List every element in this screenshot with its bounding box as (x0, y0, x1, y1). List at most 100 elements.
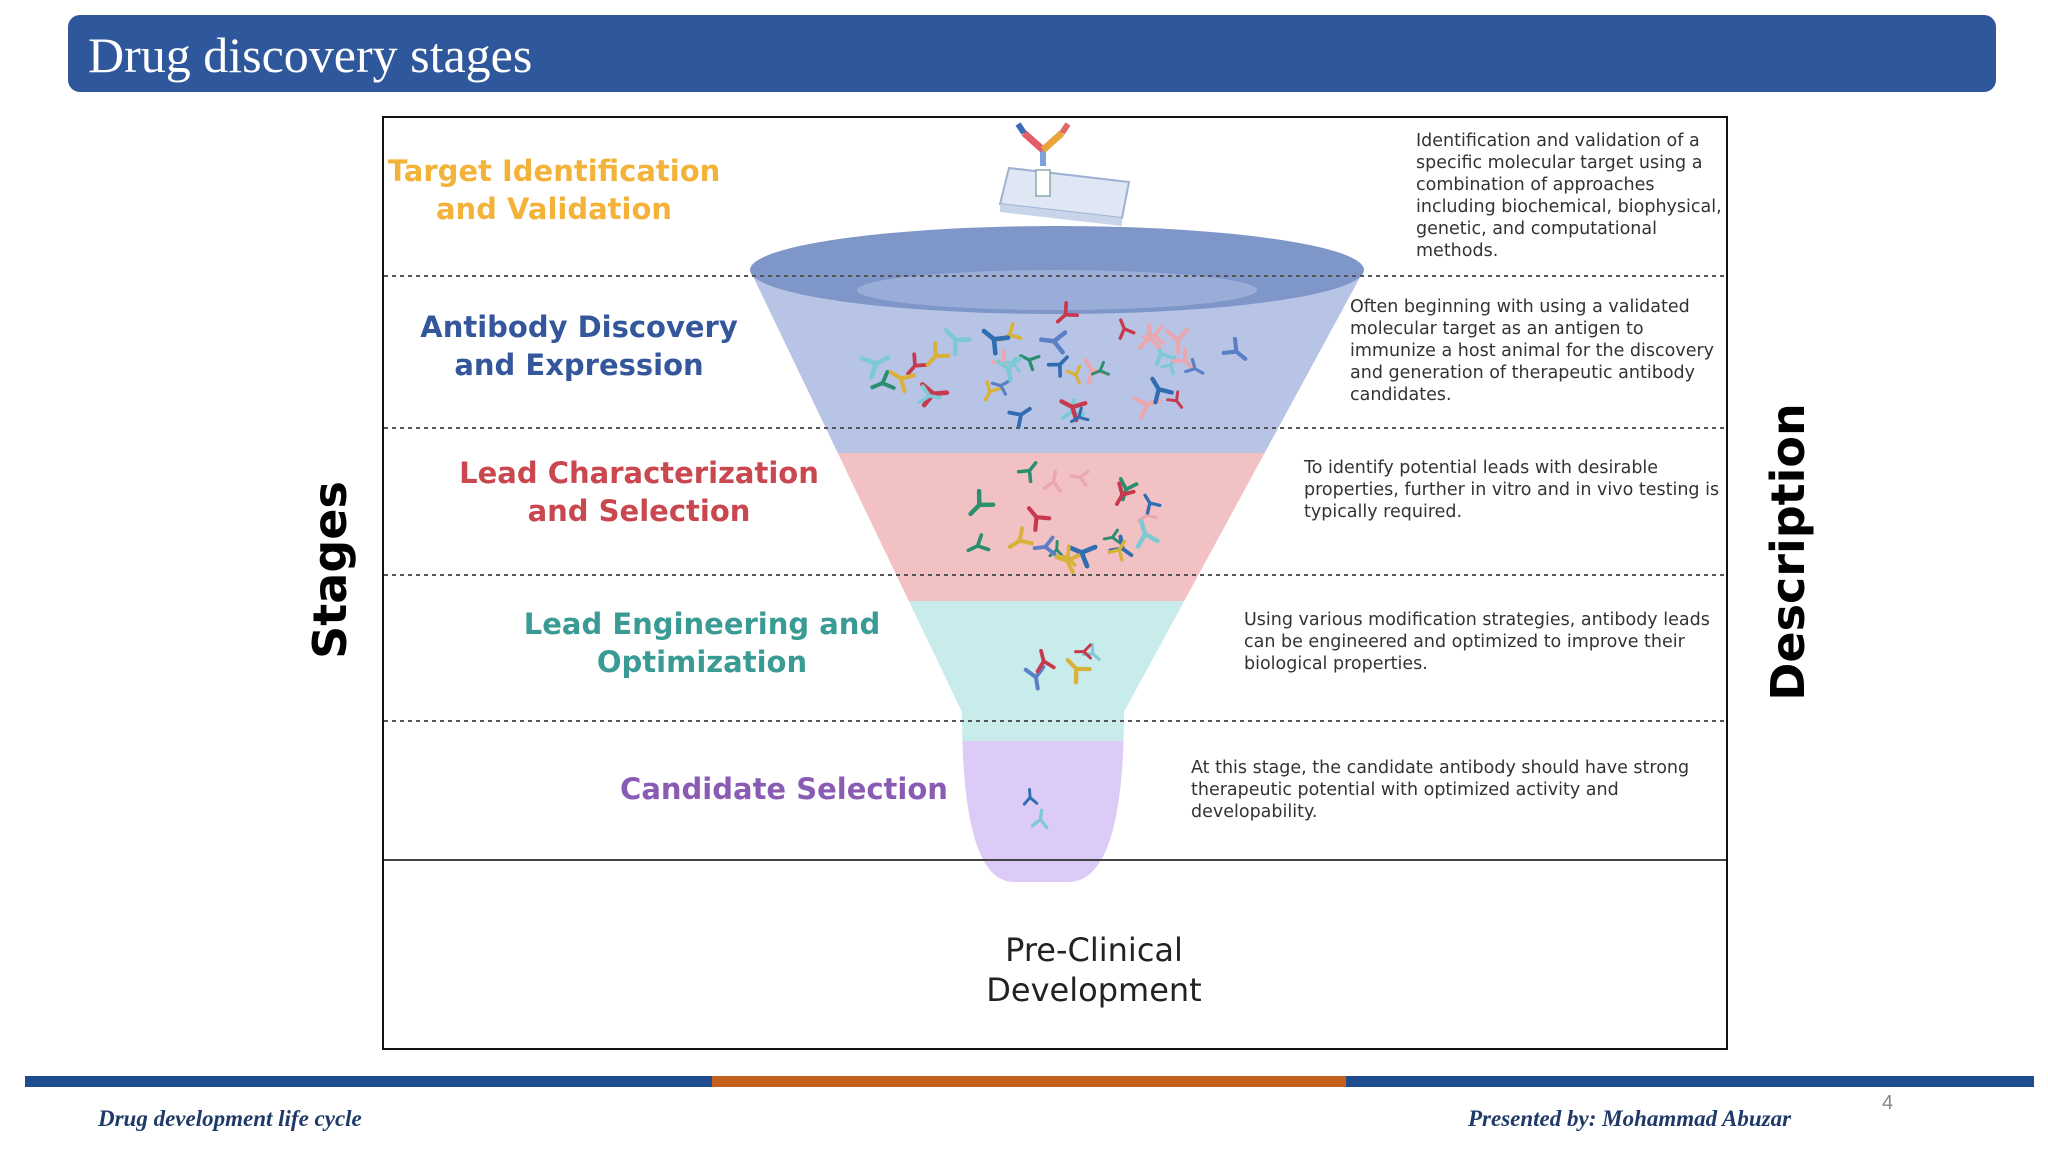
antibody-icon (1102, 528, 1122, 545)
antibody-icon (888, 370, 917, 394)
antibody-icon (1069, 406, 1090, 424)
antibody-icon (968, 488, 996, 517)
title-bar: Drug discovery stages (68, 15, 1996, 92)
description-line: Identification and validation of a (1416, 131, 1700, 151)
antibody-icon (870, 369, 896, 390)
antibody-icon (1016, 461, 1038, 484)
antibody-icon (1019, 354, 1041, 372)
slide-title: Drug discovery stages (88, 27, 533, 83)
antibody-icon (1166, 390, 1184, 409)
description-line: and generation of therapeutic antibody (1350, 363, 1695, 383)
stage-label-line: and Validation (435, 192, 673, 226)
pre-clinical-label: Pre-Clinical Development (914, 930, 1274, 1010)
antibody-icon (1026, 506, 1052, 532)
antibody-icon (917, 384, 942, 405)
bottom-label-line: Development (986, 971, 1202, 1009)
stage-description-antibody: Often beginning with using a validated m… (1350, 296, 1722, 406)
stage-label-line: Candidate Selection (620, 772, 948, 806)
stages-side-label: Stages (303, 481, 357, 659)
antibody-icon (1032, 535, 1057, 557)
footer-left-text: Drug development life cycle (98, 1106, 362, 1131)
antibody-icon (1007, 526, 1034, 549)
antibody-icon (1030, 808, 1049, 830)
antibody-icon (1023, 664, 1046, 691)
antibody-icon (1091, 360, 1110, 376)
antibody-icon (983, 379, 1002, 402)
stage-label-line: and Selection (527, 494, 751, 528)
antibody-icon (1007, 406, 1032, 429)
stage-label-line: and Expression (454, 348, 704, 382)
antibody-icon (906, 352, 929, 376)
antibody-icon (859, 355, 891, 380)
antibody-icon (1107, 539, 1126, 562)
funnel-graphic (384, 122, 1726, 882)
footer-bar-left (25, 1076, 712, 1087)
antibody-icon (1137, 323, 1162, 350)
description-line: At this stage, the candidate antibody sh… (1191, 758, 1690, 778)
stage-label-line: Antibody Discovery (420, 310, 738, 344)
description-line: candidates. (1350, 385, 1452, 405)
description-line: genetic, and computational (1416, 219, 1657, 239)
description-line: specific molecular target using a (1416, 153, 1703, 173)
antibody-icon (925, 341, 951, 367)
antibody-icon (1143, 493, 1162, 515)
footer-bar-right (1346, 1076, 2034, 1087)
stage-description-lead-engineering: Using various modification strategies, a… (1244, 609, 1724, 675)
antibody-icon (1055, 301, 1080, 324)
description-line: methods. (1416, 241, 1499, 261)
antibody-icon (1055, 544, 1077, 567)
stage-label-lead-engineering: Lead Engineering and Optimization (502, 605, 902, 681)
funnel-top-inner (857, 270, 1257, 310)
description-line: developability. (1191, 802, 1318, 822)
antibody-icon (1067, 544, 1098, 569)
footer-bar-middle (712, 1076, 1346, 1087)
antibody-icon (990, 379, 1011, 396)
description-line: immunize a host animal for the discovery (1350, 341, 1715, 361)
description-line: molecular target as an antigen to (1350, 319, 1644, 339)
antibody-scatter (859, 301, 1248, 830)
antibody-icon (1022, 787, 1039, 806)
bottom-label-line: Pre-Clinical (1005, 931, 1183, 969)
antibody-icon (1035, 648, 1056, 674)
stage-label-line: Optimization (596, 645, 808, 679)
antibody-icon (1074, 643, 1093, 660)
antibody-icon (1039, 330, 1068, 355)
description-line: including biochemical, biophysical, (1416, 197, 1722, 217)
antigen-icon (998, 122, 1131, 226)
antibody-icon (1065, 657, 1092, 685)
stage-label-candidate: Candidate Selection (584, 770, 984, 808)
stage-description-candidate: At this stage, the candidate antibody sh… (1191, 757, 1723, 823)
page-number: 4 (1882, 1092, 1894, 1114)
antibody-icon (943, 328, 972, 357)
antibody-icon (966, 533, 991, 553)
stage-label-line: Lead Characterization (459, 456, 819, 490)
antibody-icon (1042, 469, 1062, 493)
stage-description-lead-characterization: To identify potential leads with desirab… (1304, 457, 1724, 523)
description-line: Often beginning with using a validated (1350, 297, 1690, 317)
antibody-icon (1171, 347, 1195, 370)
antibody-icon (1118, 318, 1136, 340)
description-line: properties, further in vitro and in vivo… (1304, 480, 1720, 500)
antibody-icon (1069, 470, 1090, 487)
antibody-icon (981, 328, 1011, 356)
antibody-icon (1046, 355, 1069, 378)
antibody-icon (1184, 357, 1205, 375)
description-line: therapeutic potential with optimized act… (1191, 780, 1619, 800)
description-line: can be engineered and optimized to impro… (1244, 632, 1685, 652)
description-side-label: Description (1761, 403, 1815, 701)
stage-label-target: Target Identification and Validation (384, 152, 724, 228)
stage-label-line: Target Identification (387, 154, 721, 188)
funnel-figure: Target Identification and Validation Ant… (382, 116, 1728, 1050)
antibody-icon (1221, 336, 1248, 361)
antibody-icon (1164, 327, 1189, 356)
antibody-icon (1150, 376, 1174, 405)
stage-label-line: Lead Engineering and (523, 607, 881, 641)
antibody-icon (1114, 481, 1136, 506)
stage-label-lead-characterization: Lead Characterization and Selection (439, 454, 839, 530)
antibody-icon (1065, 364, 1082, 385)
antibody-icon (995, 356, 1018, 383)
antibody-icon (1135, 519, 1160, 549)
footer-right-text: Presented by: Mohammad Abuzar (1468, 1106, 1792, 1131)
description-line: To identify potential leads with desirab… (1304, 458, 1659, 478)
stage-description-target: Identification and validation of a speci… (1416, 130, 1726, 262)
